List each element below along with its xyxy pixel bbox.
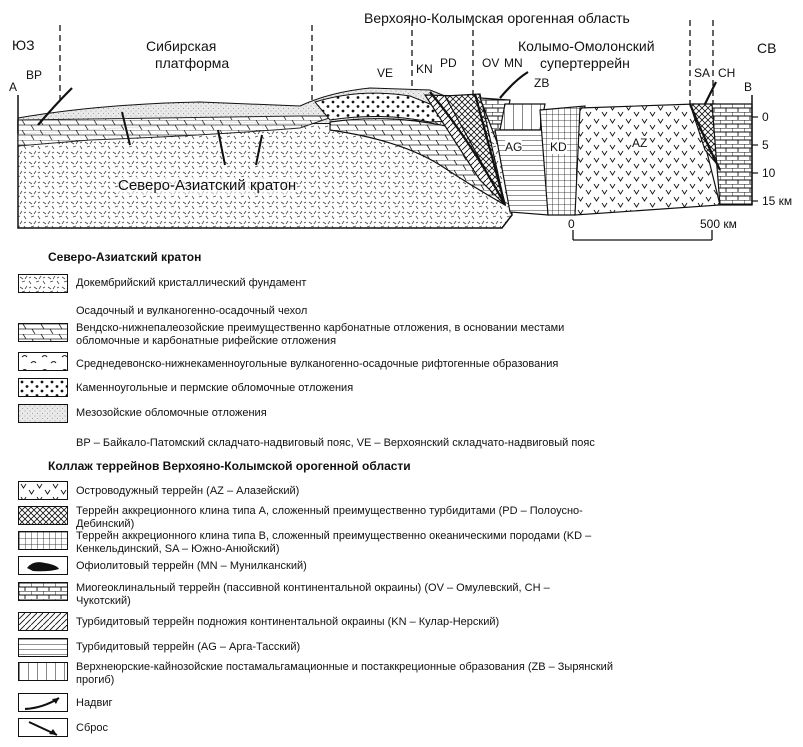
legend-text-hlines: Турбидитовый террейн (AG – Арга-Тасский) xyxy=(76,641,301,653)
legend-text-vlines: Верхнеюрские-кайнозойские постамальгамац… xyxy=(76,661,613,686)
legend-swatch-stipple xyxy=(18,404,68,423)
fault-lines xyxy=(121,111,263,166)
ch-terrane xyxy=(711,103,753,206)
terrane-ag: AG xyxy=(505,140,523,154)
legend-swatch-fault xyxy=(18,718,68,737)
carboniferous-layer xyxy=(314,92,471,123)
legend-text-grid: Террейн аккреционного клина типа В, слож… xyxy=(76,530,592,555)
point-b-label: В xyxy=(744,80,753,94)
siberian-platform-line1: Сибирская xyxy=(146,38,217,54)
belt-bp: ВР xyxy=(26,68,43,82)
terrane-kn: KN xyxy=(416,62,433,76)
sw-direction: ЮЗ xyxy=(12,37,35,53)
point-a-label: А xyxy=(9,80,18,94)
legend-text-diagonal: Турбидитовый террейн подножия континента… xyxy=(76,616,500,628)
legend-text-stipple: Мезозойские обломочные отложения xyxy=(76,407,267,419)
geologic-cross-section xyxy=(17,20,758,241)
legend-text-basement: Докембрийский кристаллический фундамент xyxy=(76,277,307,289)
region-title: Верхояно-Колымская орогенная область xyxy=(364,10,630,26)
legend-text-cross: Террейн аккреционного клина типа А, слож… xyxy=(76,505,583,530)
depth-15: 15 км xyxy=(762,194,793,208)
legend-swatch-brick xyxy=(18,582,68,601)
legend-text-dots: Каменноугольные и пермские обломочные от… xyxy=(76,382,354,394)
scale-500: 500 км xyxy=(700,217,737,231)
kolyma-line1: Колымо-Омолонский xyxy=(518,38,655,54)
terrane-pd: PD xyxy=(440,56,457,70)
legend-swatch-island-arc xyxy=(18,481,68,500)
legend-text-island-arc: Островодужный террейн (AZ – Алазейский) xyxy=(76,485,300,497)
thrust-lines xyxy=(37,71,721,206)
siberian-platform-line2: платформа xyxy=(155,55,230,71)
terrane-zb: ZB xyxy=(534,76,550,90)
legend-swatch-ophiolite xyxy=(18,556,68,575)
terrane-sa: SA xyxy=(694,66,711,80)
terrane-mn: MN xyxy=(504,56,523,70)
depth-scale xyxy=(752,116,758,202)
depth-0: 0 xyxy=(762,110,769,124)
terrane-ch: CH xyxy=(718,66,736,80)
belt-ve: VE xyxy=(377,66,394,80)
legend-swatch-vlines xyxy=(18,662,68,681)
legend-text-brick: Миогеоклинальный террейн (пассивной конт… xyxy=(76,582,550,607)
legend-swatch-basement xyxy=(18,274,68,293)
legend-text-rift: Среднедевонско-нижнекаменноугольные вулк… xyxy=(76,358,559,370)
legend-text-ophiolite: Офиолитовый террейн (MN – Мунилканский) xyxy=(76,560,307,572)
boundary-dashes xyxy=(59,20,714,104)
legend-swatch-carbonate xyxy=(18,323,68,342)
legend-cover-header: Осадочный и вулканогенно-осадочный чехол xyxy=(76,305,308,317)
legend-swatch-thrust xyxy=(18,693,68,712)
legend-swatch-hlines xyxy=(18,638,68,657)
terrane-ov: OV xyxy=(482,56,500,70)
terrane-kd: KD xyxy=(550,140,567,154)
legend-collage-header: Коллаж террейнов Верхояно-Колымской орог… xyxy=(48,459,411,473)
ne-direction: СВ xyxy=(757,40,777,56)
legend-craton-header: Северо-Азиатский кратон xyxy=(48,250,202,264)
scale-0: 0 xyxy=(568,217,575,231)
legend-text-thrust: Надвиг xyxy=(76,697,113,709)
legend-swatch-diagonal xyxy=(18,612,68,631)
legend-text-carbonate: Вендско-нижнепалеозойские преимущественн… xyxy=(76,322,565,347)
depth-5: 5 xyxy=(762,138,769,152)
legend-swatch-dots xyxy=(18,378,68,397)
legend-belts-note: ВР – Байкало-Патомский складчато-надвиго… xyxy=(76,437,595,449)
depth-10: 10 xyxy=(762,166,776,180)
legend-text-fault: Сброс xyxy=(76,722,108,734)
legend-swatch-grid xyxy=(18,531,68,550)
scale-bar xyxy=(572,230,713,241)
terrane-az: AZ xyxy=(632,136,648,150)
kolyma-line2: супертеррейн xyxy=(540,55,630,71)
zb-terrane xyxy=(499,103,546,131)
legend-swatch-cross xyxy=(18,506,68,525)
craton-label: Северо-Азиатский кратон xyxy=(118,177,297,194)
legend-swatch-rift xyxy=(18,352,68,371)
